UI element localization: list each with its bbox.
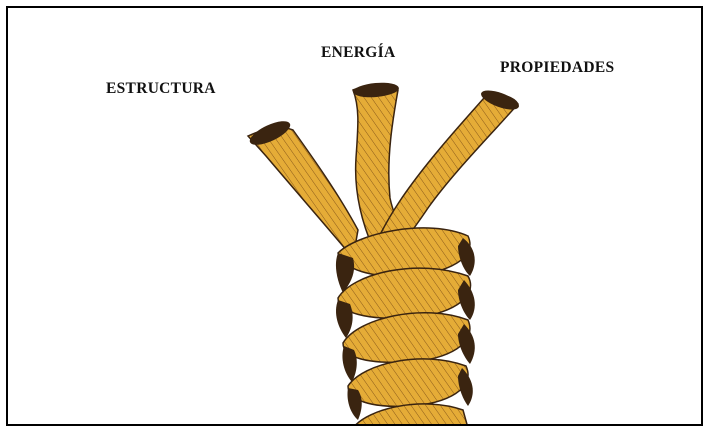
- rope-illustration: [8, 8, 703, 426]
- figure-frame: ESTRUCTURA ENERGÍA PROPIEDADES: [6, 6, 703, 426]
- right-strand: [376, 87, 521, 248]
- twisted-rope-body: [336, 228, 475, 426]
- left-strand: [247, 116, 358, 258]
